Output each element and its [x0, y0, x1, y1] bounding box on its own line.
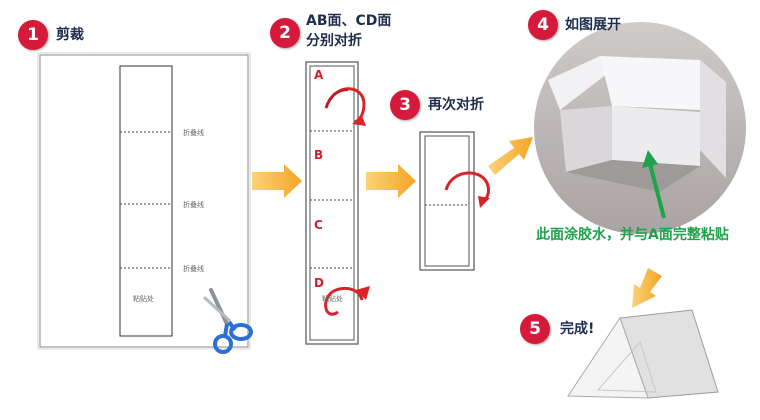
scissors-icon	[203, 288, 253, 354]
step-2-label-line1: AB面、CD面	[306, 13, 392, 29]
fold-line-label-1: 折叠线	[183, 129, 204, 137]
strip-letter-b: B	[314, 148, 324, 162]
glue-instruction-note: 此面涂胶水，并与A面完整粘贴	[536, 227, 729, 243]
fold-line-label-2: 折叠线	[183, 201, 204, 209]
step-3-badge: 3	[390, 90, 420, 120]
orange-arrow-1-to-2	[252, 164, 302, 198]
fold-line-label-3: 折叠线	[183, 265, 204, 273]
step-3-label: 再次对折	[428, 97, 484, 113]
unfolded-photo	[534, 22, 746, 234]
strip-letter-d: D	[314, 276, 324, 290]
step-4-label: 如图展开	[565, 17, 621, 33]
strip-letter-c: C	[314, 218, 323, 232]
step-1-badge: 1	[18, 20, 48, 50]
strip-letter-a: A	[314, 68, 324, 82]
fold-strip	[305, 61, 359, 345]
step-1-label: 剪裁	[56, 27, 84, 43]
step-2-label-line2: 分别对折	[306, 33, 362, 49]
fold-arrow-cd-icon	[324, 286, 370, 316]
glue-area-label: 粘贴处	[133, 295, 154, 303]
green-pointer-arrow	[642, 150, 666, 219]
step-5-label: 完成!	[560, 321, 595, 337]
step-2-badge: 2	[270, 18, 300, 48]
step-5-badge: 5	[520, 314, 550, 344]
finished-prism	[567, 309, 719, 399]
orange-arrow-2-to-3	[366, 164, 416, 198]
fold-arrow-ab-icon	[324, 87, 366, 126]
orange-arrow-4-to-5	[632, 268, 662, 308]
fold-arrow-half-icon	[444, 171, 490, 208]
orange-arrow-3-to-4	[488, 137, 533, 175]
folded-strip	[419, 131, 475, 271]
strip-glue-label: 粘贴处	[322, 295, 343, 303]
paper-sheet	[37, 52, 251, 350]
step-4-badge: 4	[528, 10, 558, 40]
